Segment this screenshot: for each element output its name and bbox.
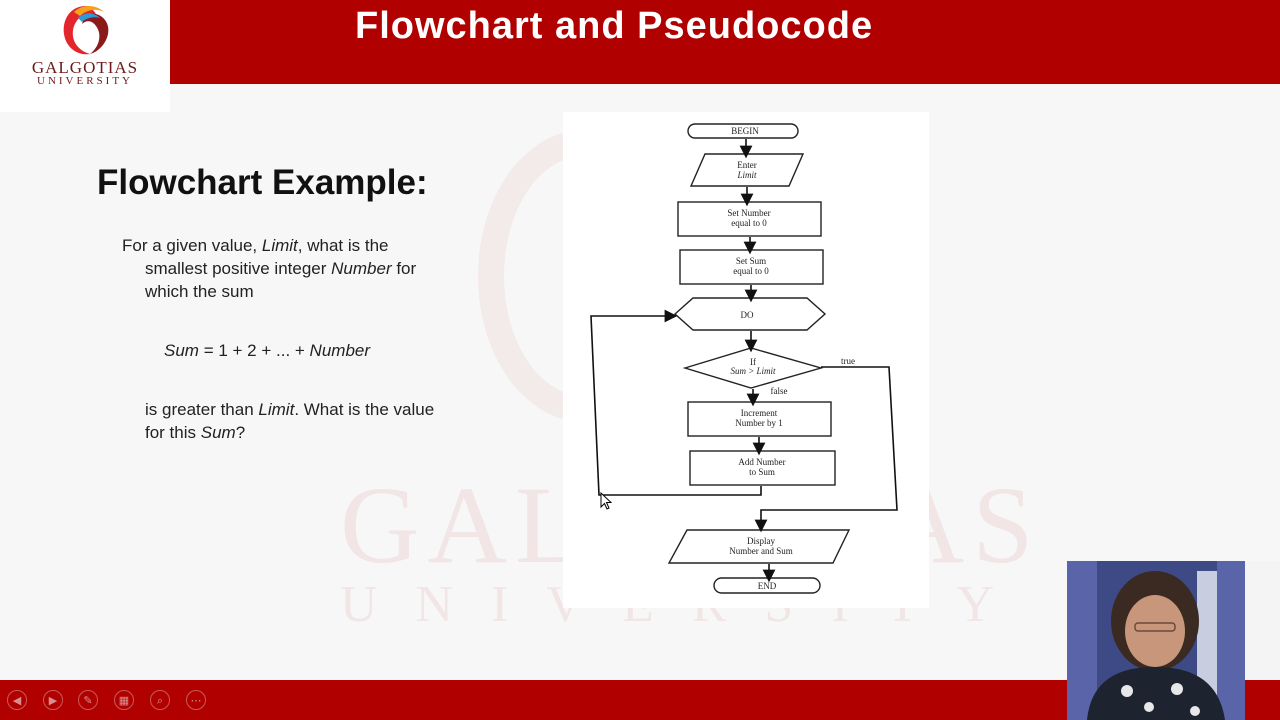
question-part: , what is the xyxy=(297,236,389,255)
slide-grid-button[interactable]: ▦ xyxy=(114,690,134,710)
set-sum-label: equal to 0 xyxy=(733,266,769,276)
followup-part: is greater than xyxy=(145,400,259,419)
enter-label: Limit xyxy=(736,170,757,180)
logo-swirl-icon xyxy=(63,6,109,55)
followup-text: is greater than Limit. What is the value… xyxy=(145,398,505,444)
followup-part: for this xyxy=(145,423,201,442)
enter-label: Enter xyxy=(737,160,757,170)
question-part: which the sum xyxy=(145,282,254,301)
flowchart-diagram: BEGIN Enter Limit Set Number equal to 0 … xyxy=(590,123,898,594)
add-label: Add Number xyxy=(738,457,785,467)
end-label: END xyxy=(758,581,777,591)
sum-formula: Sum = 1 + 2 + ... + Number xyxy=(164,339,464,362)
if-label: Sum > Limit xyxy=(730,366,776,376)
increment-label: Increment xyxy=(741,408,778,418)
previous-slide-button[interactable]: ◀ xyxy=(7,690,27,710)
if-decision xyxy=(682,347,824,389)
question-part: for xyxy=(391,259,417,278)
question-part: Number xyxy=(331,259,392,278)
slide-header xyxy=(0,0,1280,84)
content-heading: Flowchart Example: xyxy=(97,163,428,202)
enter-limit-input xyxy=(689,153,805,187)
true-label: true xyxy=(841,356,855,366)
followup-part: ? xyxy=(235,423,246,442)
question-part: For a given value, xyxy=(122,236,262,255)
formula-part: = 1 + 2 + ... + xyxy=(198,341,310,360)
set-number-process xyxy=(677,201,822,237)
if-label: If xyxy=(750,357,756,367)
slide-title: Flowchart and Pseudocode xyxy=(355,5,874,47)
increment-label: Number by 1 xyxy=(735,418,783,428)
followup-part: Sum xyxy=(200,423,236,442)
presenter-figure xyxy=(1067,561,1245,720)
webcam-side-panel xyxy=(1243,561,1280,680)
question-part: smallest positive integer xyxy=(145,259,332,278)
mouse-cursor-icon xyxy=(600,492,613,510)
pen-tool-button[interactable]: ✎ xyxy=(78,690,98,710)
flowchart-image: BEGIN Enter Limit Set Number equal to 0 … xyxy=(563,112,929,608)
set-number-label: Set Number xyxy=(727,208,770,218)
add-label: to Sum xyxy=(749,467,775,477)
formula-part: Sum xyxy=(164,341,199,360)
display-label: Display xyxy=(747,536,775,546)
loop-back-line xyxy=(590,309,762,496)
presenter-webcam xyxy=(1067,561,1245,720)
add-number-process xyxy=(689,450,836,486)
question-text: For a given value, Limit, what is the sm… xyxy=(122,234,482,303)
university-logo: GALGOTIAS UNIVERSITY xyxy=(0,0,170,112)
set-sum-label: Set Sum xyxy=(736,256,766,266)
true-branch-line xyxy=(754,366,898,533)
begin-terminal xyxy=(687,123,799,139)
slide-footer xyxy=(0,680,1280,720)
more-options-button[interactable]: ⋯ xyxy=(186,690,206,710)
followup-part: . What is the value xyxy=(294,400,435,419)
do-label: DO xyxy=(741,310,754,320)
begin-label: BEGIN xyxy=(731,126,759,136)
display-output xyxy=(667,529,851,564)
false-label: false xyxy=(771,386,788,396)
question-part: Limit xyxy=(261,236,298,255)
zoom-button[interactable]: ⌕ xyxy=(150,690,170,710)
followup-part: Limit xyxy=(258,400,295,419)
next-slide-button[interactable]: ▶ xyxy=(43,690,63,710)
formula-part: Number xyxy=(309,341,371,360)
increment-process xyxy=(687,401,832,437)
logo-name: GALGOTIAS xyxy=(31,58,139,77)
set-number-label: equal to 0 xyxy=(731,218,767,228)
do-loop xyxy=(673,297,827,331)
display-label: Number and Sum xyxy=(729,546,793,556)
logo-subtitle: UNIVERSITY xyxy=(37,75,133,87)
